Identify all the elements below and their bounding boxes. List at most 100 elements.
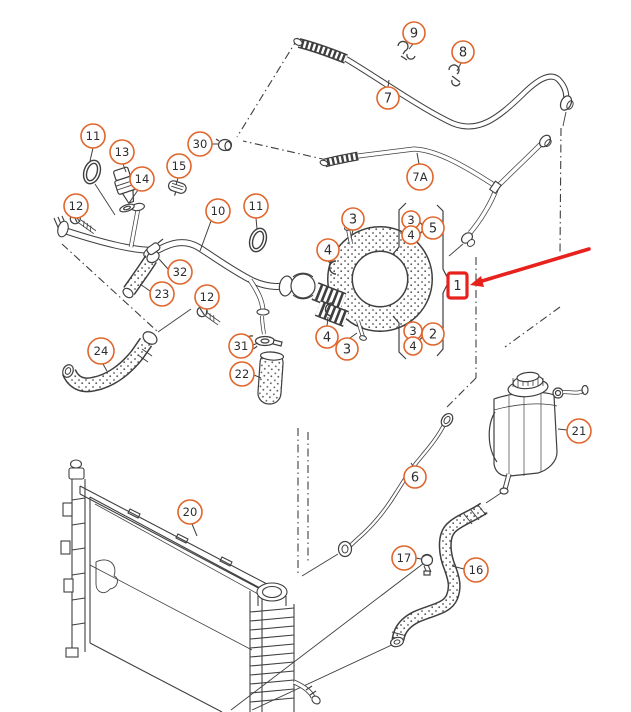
callout-2[interactable]: 2 [421,322,445,346]
callout-17[interactable]: 17 [391,545,417,571]
highlight-arrow-head [470,276,484,287]
callout-leader-4 [326,316,329,327]
callout-leader-15 [175,177,179,186]
callout-circle[interactable] [315,325,339,349]
callout-circle[interactable] [451,40,475,64]
callout-number: 4 [407,228,414,242]
vent-hose-6-drawing [301,412,454,577]
callout-circle[interactable] [149,281,175,307]
callout-4[interactable]: 4 [316,238,340,262]
callout-23[interactable]: 23 [149,281,175,307]
callout-circle[interactable] [87,337,115,365]
callout-30[interactable]: 30 [187,131,213,157]
callout-leader-7 [387,79,390,88]
callout-leader-14 [128,189,139,204]
callout-number: 32 [173,265,188,279]
callout-leader-24 [102,363,108,372]
callout-6[interactable]: 6 [403,465,427,489]
callout-circle[interactable] [335,337,359,361]
callout-circle[interactable] [402,21,426,45]
callout-number: 15 [172,159,187,173]
callout-leader-11 [89,147,94,162]
ball-joint [290,273,316,299]
callout-circle[interactable] [167,259,193,285]
callout-circle[interactable] [566,418,592,444]
callout-3[interactable]: 3 [335,337,359,361]
callout-circle[interactable] [341,207,365,231]
hose-23-drawing [122,250,160,299]
o-ring-11-left-drawing [82,159,102,185]
callout-circle[interactable] [229,361,255,387]
callout-3[interactable]: 3 [341,207,365,231]
callout-12[interactable]: 12 [63,193,89,219]
callout-circle[interactable] [401,225,421,245]
callout-14[interactable]: 14 [129,166,155,192]
callout-15[interactable]: 15 [166,153,192,179]
callout-circle[interactable] [243,193,269,219]
callout-circle[interactable] [463,557,489,583]
callout-number: 3 [409,324,416,338]
callout-11[interactable]: 11 [243,193,269,219]
callout-7[interactable]: 7 [376,86,400,110]
callout-13[interactable]: 13 [109,139,135,165]
callout-circle[interactable] [403,336,423,356]
callout-circle[interactable] [421,322,445,346]
callout-circle[interactable] [421,216,445,240]
callout-circle[interactable] [187,131,213,157]
callout-number: 4 [324,244,332,259]
callout-circle[interactable] [63,193,89,219]
clip-8-drawing [448,64,461,87]
callout-circle[interactable] [228,333,254,359]
callout-number: 4 [409,339,416,353]
callout-4[interactable]: 4 [403,336,423,356]
clamp-17-drawing [420,553,434,576]
callout-circle[interactable] [376,86,400,110]
callout-circle[interactable] [177,499,203,525]
callout-circle[interactable] [391,545,417,571]
filter-22-drawing [257,351,285,405]
callout-number: 7A [412,170,427,184]
callout-20[interactable]: 20 [177,499,203,525]
callout-number: 24 [94,344,109,358]
callout-24[interactable]: 24 [87,337,115,365]
callout-7A[interactable]: 7A [406,163,434,191]
callout-10[interactable]: 10 [205,198,231,224]
callout-31[interactable]: 31 [228,333,254,359]
callout-9[interactable]: 9 [402,21,426,45]
callout-16[interactable]: 16 [463,557,489,583]
callout-circle[interactable] [316,238,340,262]
callout-32[interactable]: 32 [167,259,193,285]
callout-22[interactable]: 22 [229,361,255,387]
callout-number: 22 [235,367,250,381]
callout-circle[interactable] [129,166,155,192]
callout-circle[interactable] [406,163,434,191]
o-ring-11-right-drawing [248,227,268,253]
callout-circle[interactable] [194,284,220,310]
callout-circle[interactable] [205,198,231,224]
c-clip-top [328,260,337,275]
callout-21[interactable]: 21 [566,418,592,444]
callout-11[interactable]: 11 [80,123,106,149]
callout-8[interactable]: 8 [451,40,475,64]
callout-4[interactable]: 4 [401,225,421,245]
callout-circle[interactable] [109,139,135,165]
hose-7-drawing [293,38,574,130]
callout-circle[interactable] [403,465,427,489]
highlight-box[interactable] [446,271,469,300]
callout-5[interactable]: 5 [421,216,445,240]
callout-circle[interactable] [166,153,192,179]
highlighted-callout-1[interactable]: 1 [446,271,469,300]
callout-12[interactable]: 12 [194,284,220,310]
callout-leader-17 [415,557,422,560]
callout-number: 6 [411,471,419,486]
callout-number: 13 [115,145,130,159]
callout-circle[interactable] [80,123,106,149]
callout-4[interactable]: 4 [315,325,339,349]
callout-leader-20 [191,523,198,537]
callout-leader-3 [350,229,354,239]
callout-leader-lines [76,43,568,570]
callout-number: 12 [69,199,84,213]
callout-number: 11 [86,129,101,143]
